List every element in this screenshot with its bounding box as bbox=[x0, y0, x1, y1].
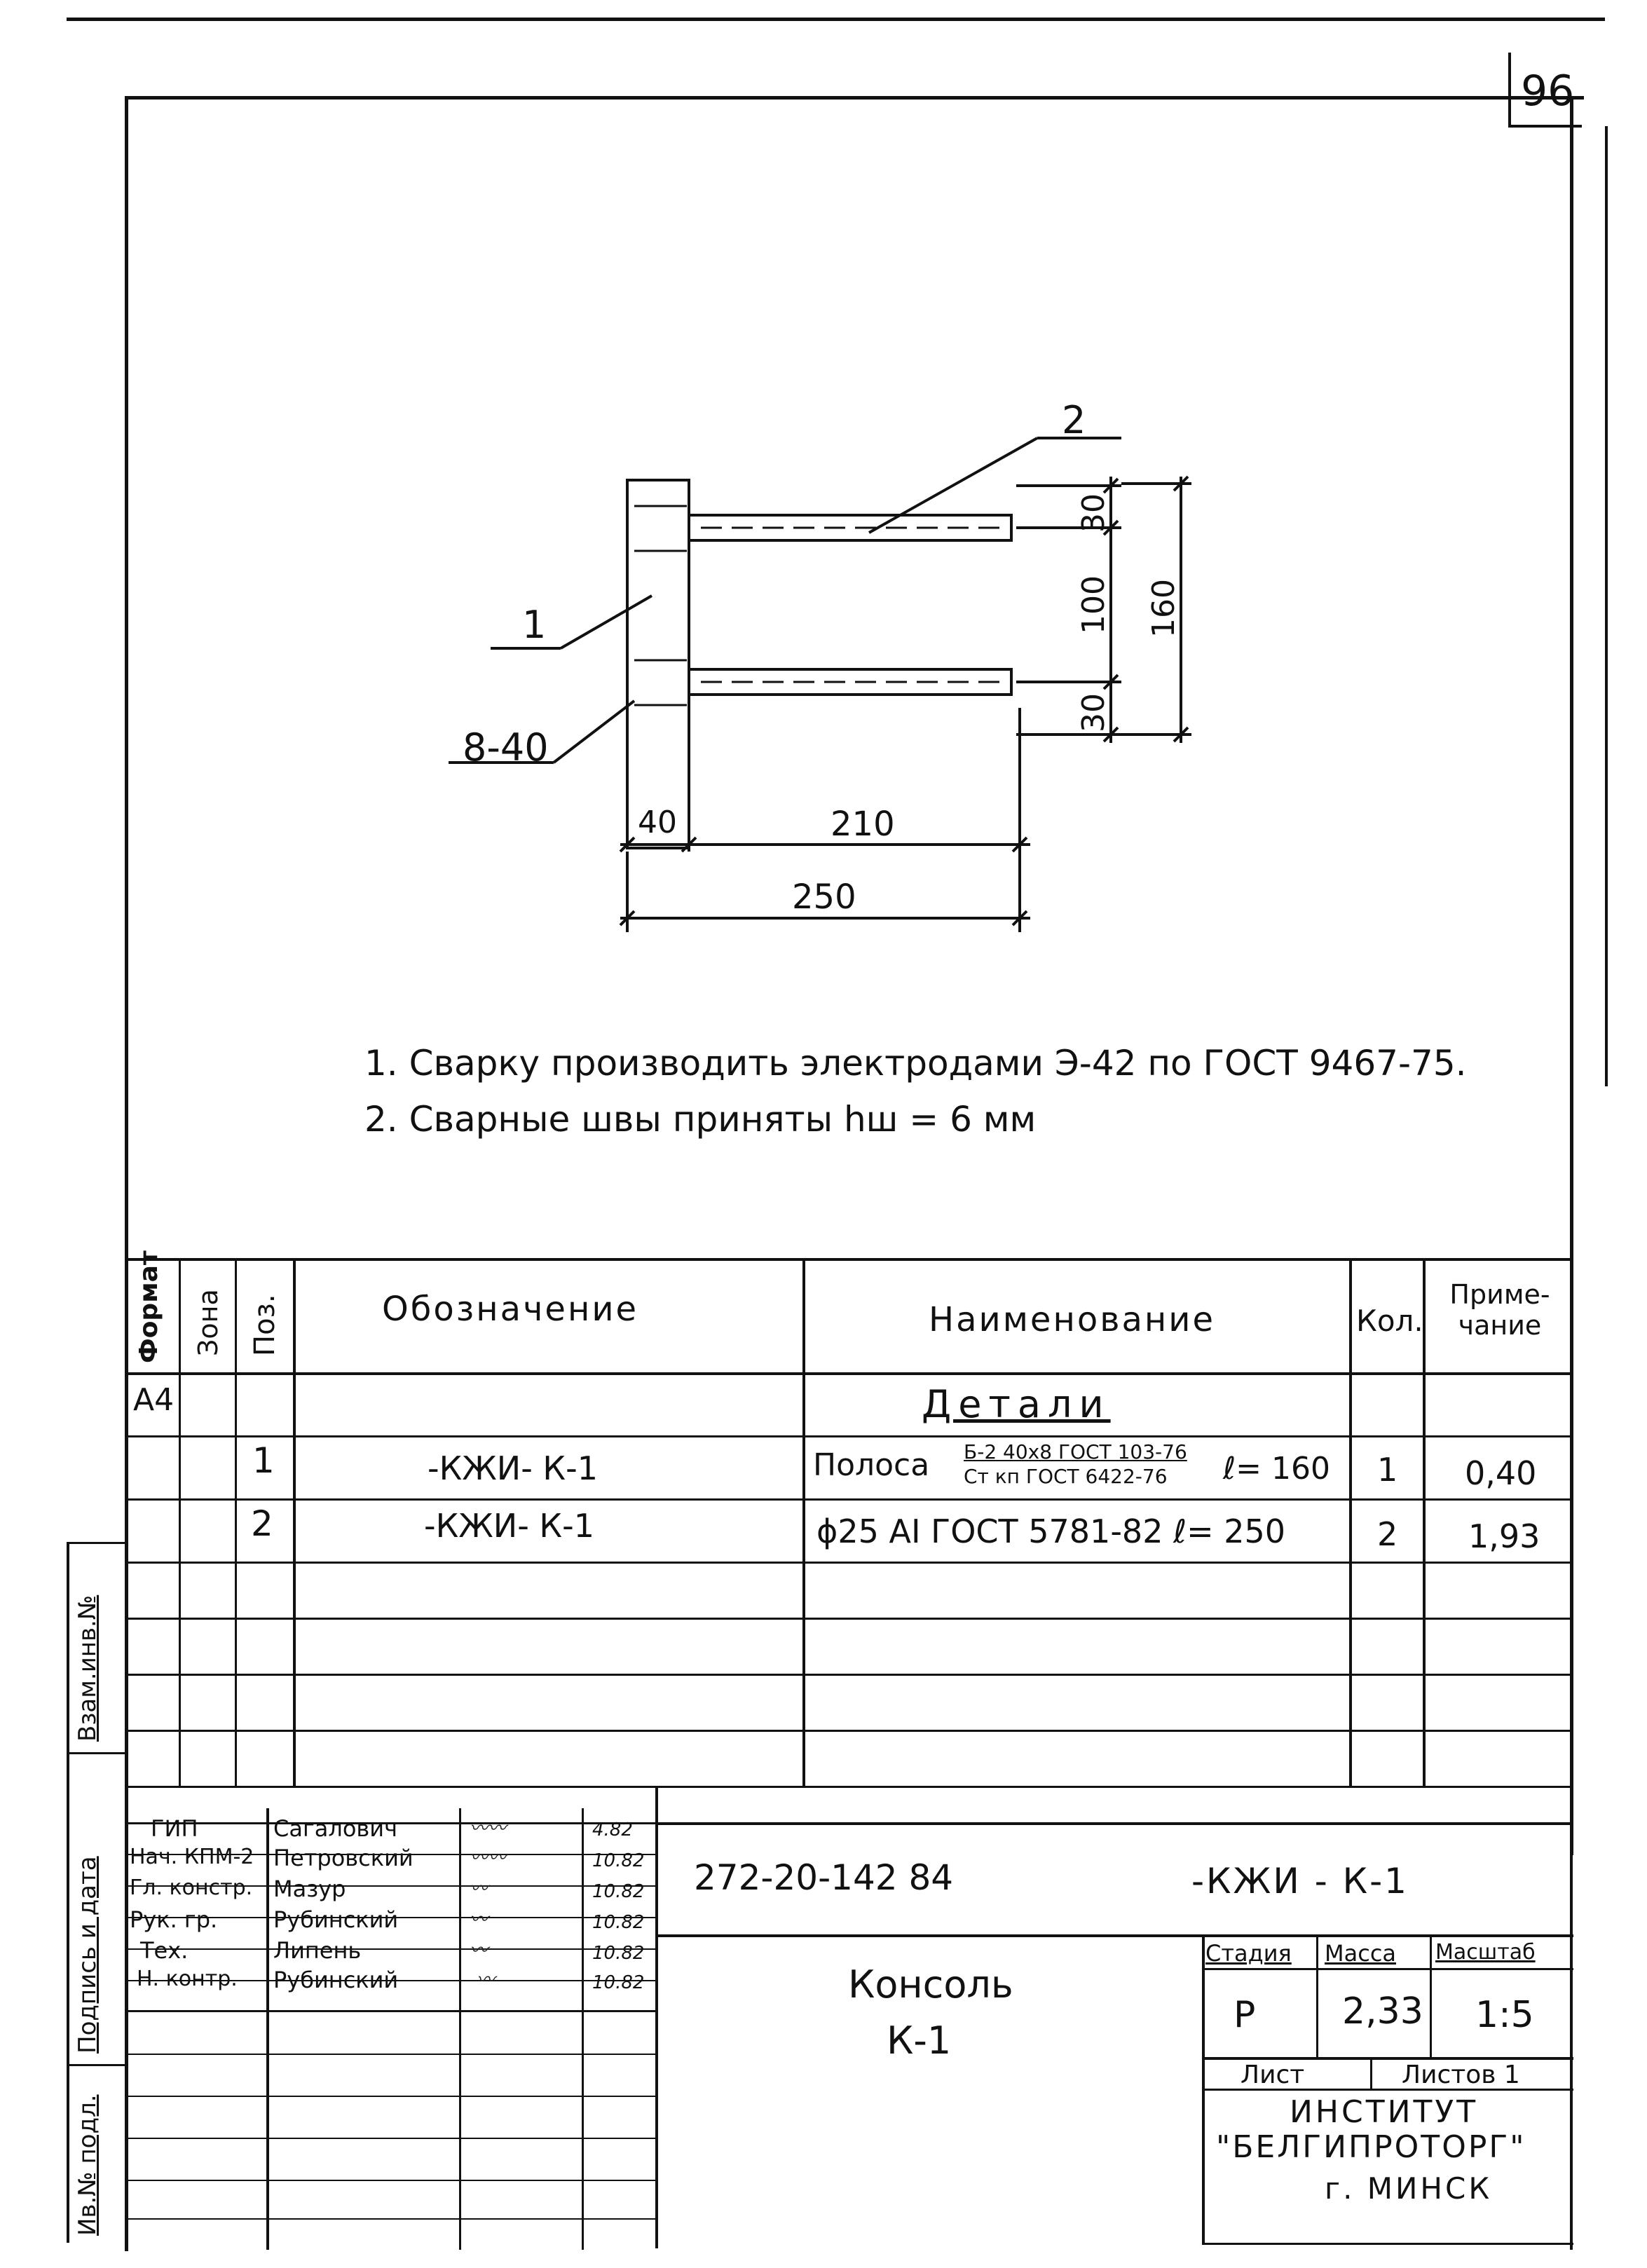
sig-scrawl-2: 〰 bbox=[470, 1878, 488, 1899]
sig-name-5: Рубинский bbox=[273, 1967, 399, 1993]
row-2-qty: 2 bbox=[1377, 1515, 1398, 1553]
bar-bottom bbox=[688, 668, 1013, 696]
org-line-1: ИНСТИТУТ bbox=[1290, 2094, 1479, 2130]
sig-date-0: 4.82 bbox=[592, 1819, 633, 1840]
sig-role-5: Н. контр. bbox=[137, 1967, 238, 1991]
sheets-label: Листов 1 bbox=[1402, 2061, 1520, 2089]
row-2-note: 1,93 bbox=[1468, 1517, 1540, 1555]
row-1-name-prefix: Полоса bbox=[813, 1447, 930, 1483]
row-1-frac-top: Б-2 40х8 ГОСТ 103-76 bbox=[964, 1440, 1187, 1463]
section-title: Детали bbox=[922, 1382, 1111, 1426]
leader-part-1 bbox=[560, 594, 652, 650]
mass-value: 2,33 bbox=[1342, 1990, 1423, 2033]
doc-number: 272-20-142 84 bbox=[694, 1857, 954, 1898]
dim-30-top: 30 bbox=[1076, 493, 1112, 533]
mass-label: Масса bbox=[1325, 1940, 1397, 1967]
header-zone: Зона bbox=[193, 1289, 224, 1356]
sig-name-2: Мазур bbox=[273, 1876, 346, 1902]
sig-name-1: Петровский bbox=[273, 1845, 414, 1871]
row-1-note: 0,40 bbox=[1465, 1454, 1537, 1492]
sig-scrawl-0: 〰〰 bbox=[470, 1818, 507, 1839]
format-value: А4 bbox=[133, 1382, 175, 1418]
sheet-number: 96 bbox=[1521, 67, 1575, 116]
stage-label: Стадия bbox=[1205, 1940, 1292, 1967]
bar-top bbox=[688, 514, 1013, 542]
leader-weld bbox=[552, 699, 636, 764]
sig-scrawl-4: 〰 bbox=[470, 1940, 488, 1961]
note-2: 2. Сварные швы приняты hш = 6 мм bbox=[364, 1099, 1037, 1140]
dim-250: 250 bbox=[792, 877, 856, 917]
sig-name-4: Липень bbox=[273, 1937, 362, 1964]
dim-210: 210 bbox=[831, 805, 895, 844]
scale-label: Масштаб bbox=[1435, 1940, 1536, 1965]
sig-role-0: ГИП bbox=[151, 1815, 198, 1842]
sig-role-3: Рук. гр. bbox=[130, 1906, 218, 1933]
sheet-label: Лист bbox=[1241, 2061, 1305, 2089]
header-note: Приме-чание bbox=[1449, 1279, 1550, 1341]
sig-date-1: 10.82 bbox=[592, 1850, 645, 1871]
leader-label-part-2: 2 bbox=[1062, 398, 1086, 442]
row-1-designation: -КЖИ- К-1 bbox=[428, 1449, 598, 1487]
header-qty: Кол. bbox=[1356, 1304, 1423, 1338]
org-line-3: г. МИНСК bbox=[1325, 2171, 1493, 2206]
console-drawing bbox=[449, 437, 1191, 932]
sig-scrawl-1: 〰〰 bbox=[470, 1847, 507, 1869]
leader-part-2 bbox=[868, 437, 1038, 534]
scale-value: 1:5 bbox=[1475, 1994, 1534, 2036]
row-2-pos: 2 bbox=[251, 1503, 273, 1544]
row-1-qty: 1 bbox=[1377, 1451, 1398, 1489]
header-designation: Обозначение bbox=[382, 1290, 639, 1329]
plate-part-1 bbox=[626, 479, 690, 849]
note-1: 1. Сварку производить электродами Э-42 п… bbox=[364, 1043, 1467, 1084]
sig-name-0: Сагалович bbox=[273, 1815, 397, 1842]
doc-code: -КЖИ - К-1 bbox=[1191, 1861, 1409, 1901]
drawing-title-line-2: К-1 bbox=[887, 2018, 952, 2063]
sig-role-2: Гл. констр. bbox=[130, 1876, 253, 1900]
sig-date-2: 10.82 bbox=[592, 1881, 645, 1902]
header-name: Наименование bbox=[929, 1300, 1216, 1339]
dim-100: 100 bbox=[1076, 575, 1112, 634]
sig-scrawl-3: 〰 bbox=[470, 1909, 488, 1930]
header-pos: Поз. bbox=[249, 1294, 281, 1356]
weld-hatching bbox=[634, 505, 687, 706]
side-label-signature-date: Подпись и дата bbox=[74, 1856, 102, 2054]
drawing-title-line-1: Консоль bbox=[848, 1962, 1013, 2007]
row-1-pos: 1 bbox=[252, 1440, 275, 1481]
row-2-designation: -КЖИ- К-1 bbox=[424, 1507, 594, 1545]
sig-role-1: Нач. КПМ-2 bbox=[130, 1845, 254, 1869]
row-2-name: ϕ25 АI ГОСТ 5781-82 ℓ= 250 bbox=[816, 1512, 1286, 1550]
sig-scrawl-5: 〰 bbox=[477, 1969, 496, 1990]
row-1-name-suffix: ℓ= 160 bbox=[1223, 1451, 1331, 1487]
org-line-2: "БЕЛГИПРОТОРГ" bbox=[1216, 2129, 1526, 2165]
sig-role-4: Тех. bbox=[140, 1937, 189, 1964]
leader-label-part-1: 1 bbox=[522, 603, 547, 647]
dim-40: 40 bbox=[638, 805, 677, 840]
sig-date-4: 10.82 bbox=[592, 1943, 645, 1964]
sig-date-3: 10.82 bbox=[592, 1912, 645, 1933]
sig-name-3: Рубинский bbox=[273, 1906, 399, 1933]
side-label-original-inv: Ив.№ подл. bbox=[74, 2094, 102, 2236]
stage-value: Р bbox=[1233, 1994, 1256, 2036]
row-1-frac-bottom: Ст кп ГОСТ 6422-76 bbox=[964, 1465, 1168, 1488]
header-format: Формат bbox=[135, 1250, 163, 1363]
leader-label-weld: 8-40 bbox=[463, 725, 549, 770]
sig-date-5: 10.82 bbox=[592, 1972, 645, 1993]
dim-160: 160 bbox=[1146, 579, 1182, 638]
dim-30-bottom: 30 bbox=[1076, 693, 1112, 732]
side-label-replacement-inv: Взам.инв.№ bbox=[74, 1594, 102, 1742]
